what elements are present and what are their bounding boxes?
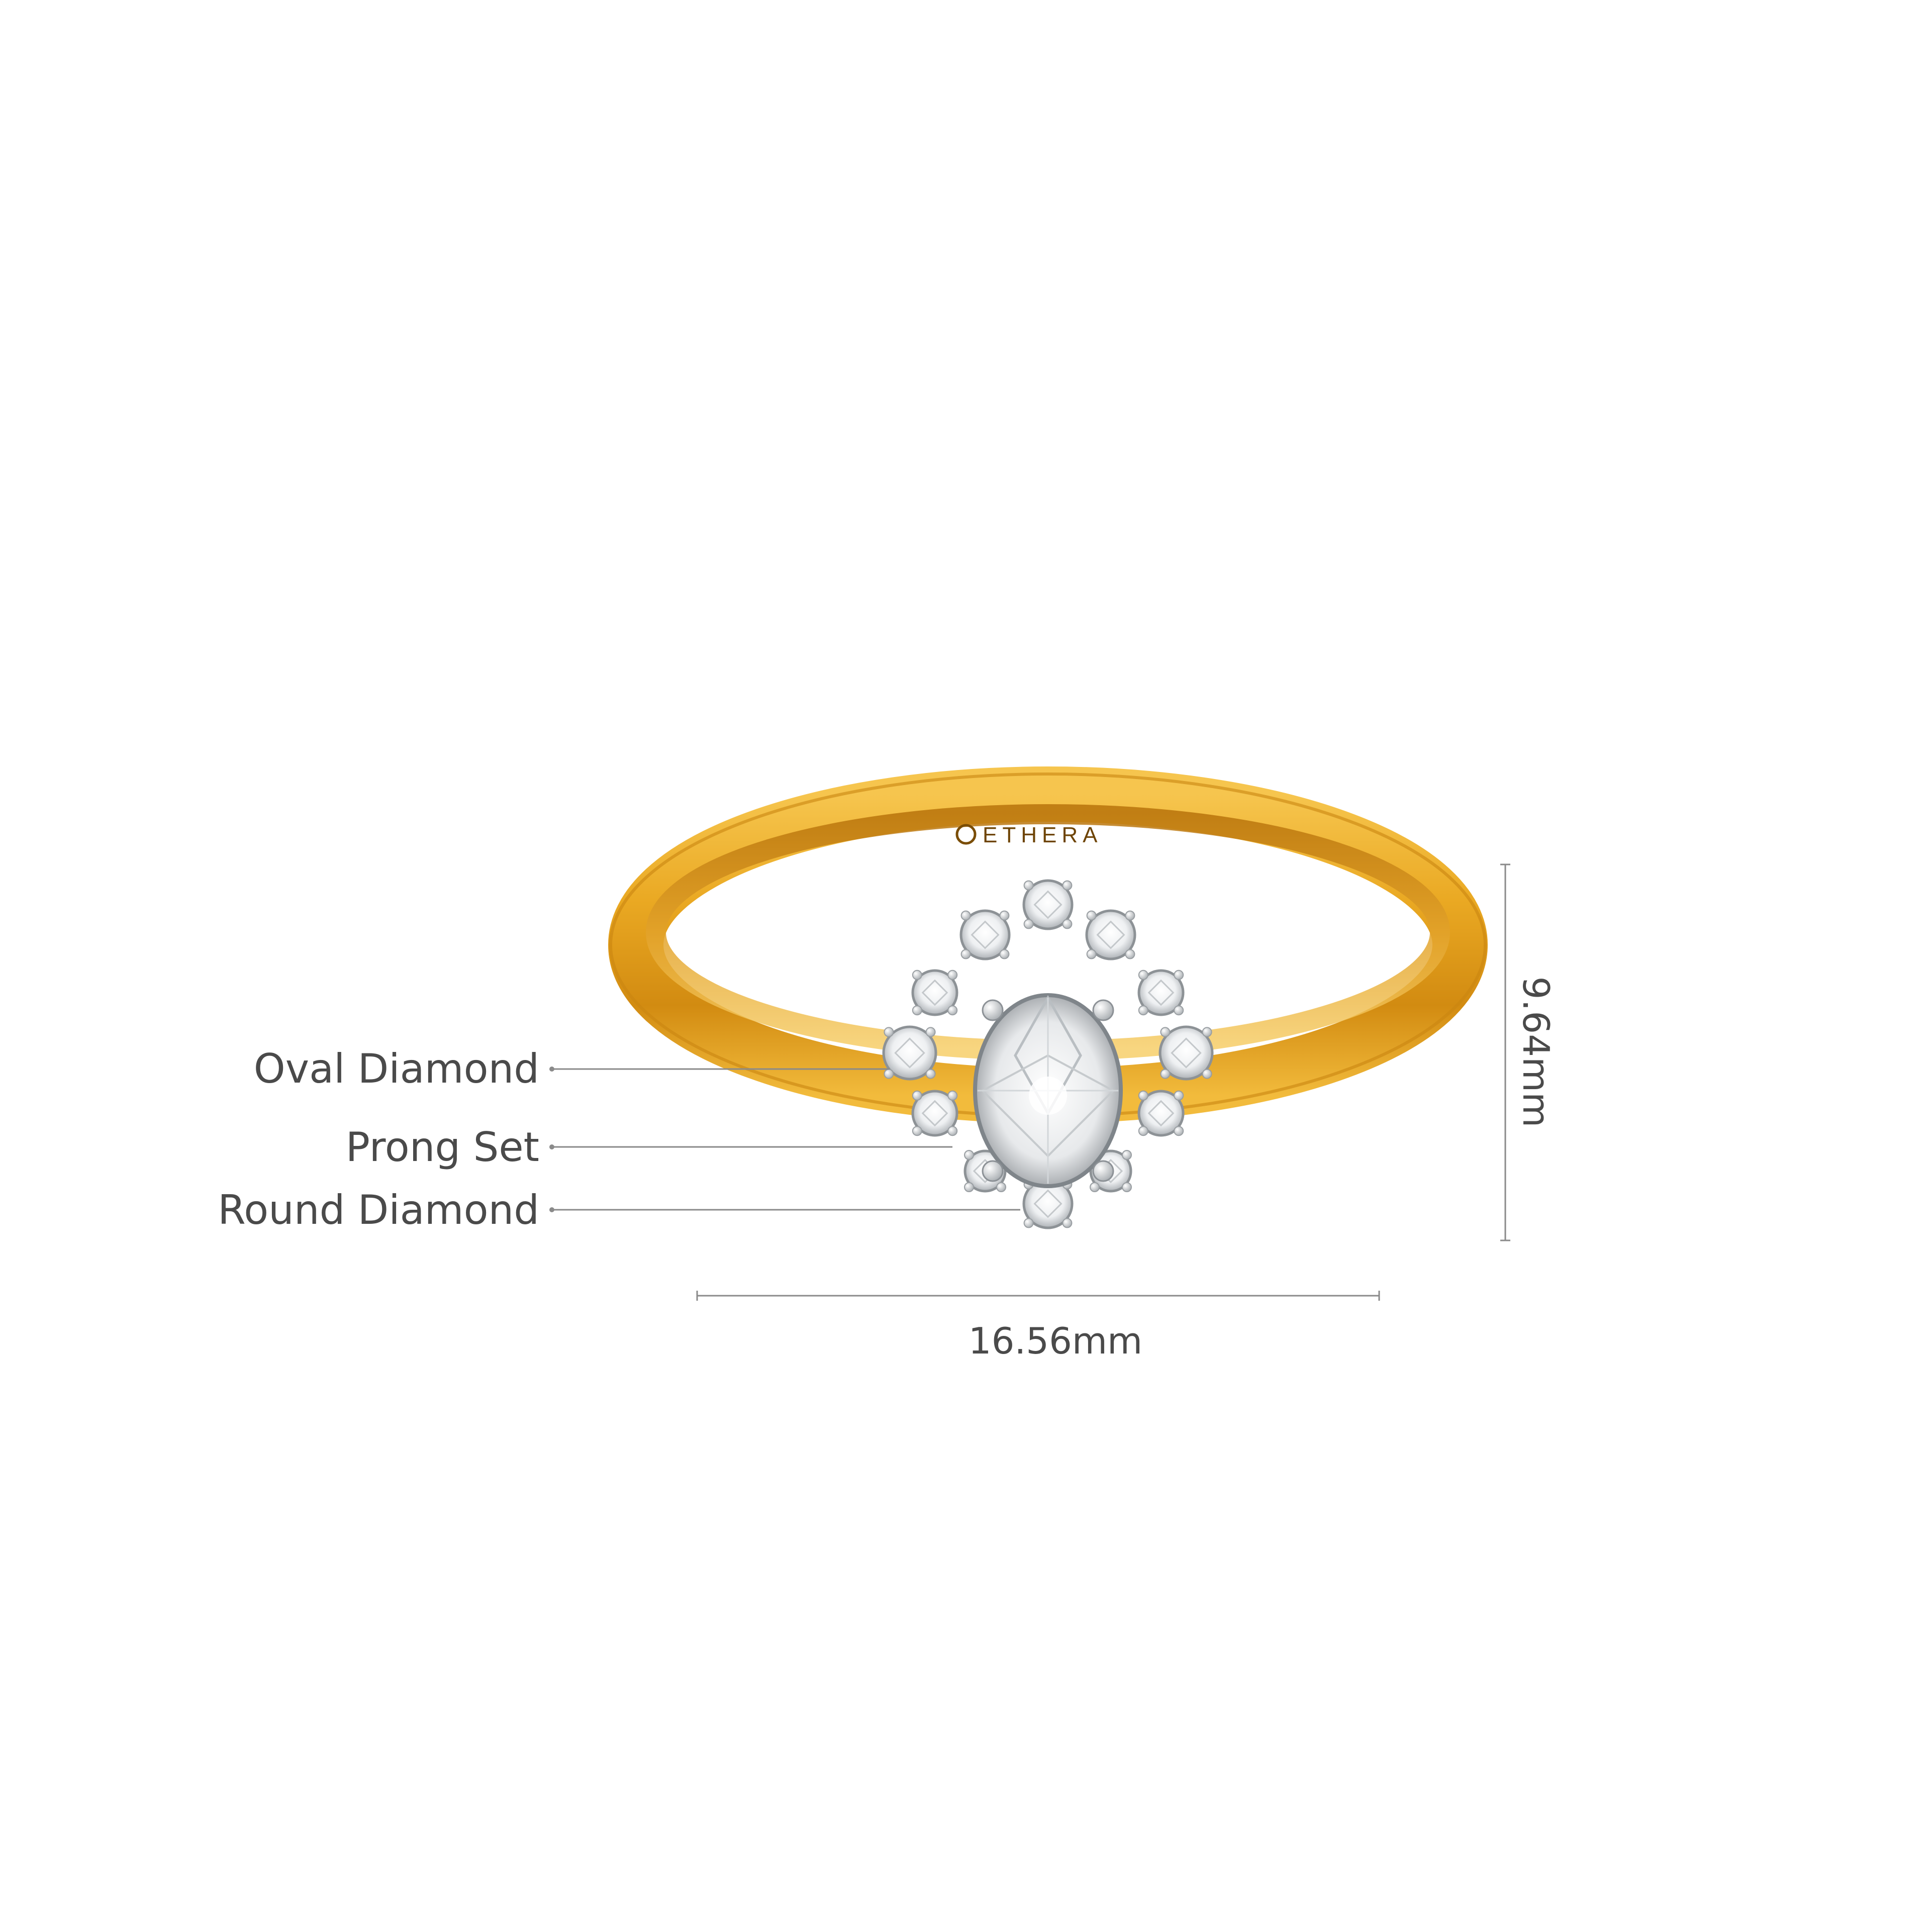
prong: [912, 1126, 922, 1136]
prong: [1174, 1090, 1184, 1101]
ethera-logo-icon: [955, 824, 977, 845]
prong: [1090, 1182, 1100, 1192]
prong: [1138, 1126, 1148, 1136]
prong: [1023, 919, 1034, 929]
round-diamond: [911, 969, 958, 1016]
prong: [964, 1182, 974, 1192]
callout-oval-diamond: Oval Diamond: [253, 1045, 539, 1092]
prong: [960, 910, 971, 921]
prong: [1202, 1069, 1212, 1079]
prong: [1023, 1218, 1034, 1228]
prong: [884, 1027, 894, 1037]
round-diamond: [882, 1025, 937, 1081]
prong: [1122, 1150, 1132, 1160]
prong: [996, 1182, 1006, 1192]
prong: [925, 1027, 936, 1037]
prong: [1062, 880, 1073, 891]
oval-diamond: [973, 993, 1123, 1188]
prong: [947, 970, 958, 980]
round-diamond: [1159, 1025, 1214, 1081]
width-dimension-label: 16.56mm: [968, 1320, 1143, 1362]
prong: [912, 970, 922, 980]
prong: [884, 1069, 894, 1079]
prong: [1138, 1005, 1148, 1016]
prong: [947, 1005, 958, 1016]
prong: [1160, 1027, 1171, 1037]
round-diamond: [1137, 1090, 1185, 1137]
prong: [1160, 1069, 1171, 1079]
height-dimension-line: [1500, 863, 1510, 1241]
prong: [1125, 949, 1135, 959]
prong: [1174, 1005, 1184, 1016]
engraving-text: ETHERA: [983, 823, 1102, 847]
callout-leaders: [549, 1067, 1020, 1212]
prong: [1086, 910, 1097, 921]
round-diamond: [959, 909, 1011, 960]
prong: [964, 1150, 974, 1160]
prong: [1086, 949, 1097, 959]
round-diamond: [1022, 879, 1074, 930]
prong: [999, 910, 1010, 921]
prong: [947, 1090, 958, 1101]
callout-round-diamond: Round Diamond: [218, 1187, 539, 1233]
height-dimension-label: 9.64mm: [1515, 976, 1557, 1128]
prong: [912, 1090, 922, 1101]
ethera-engraving: ETHERA: [955, 823, 1102, 847]
prong: [1062, 1218, 1073, 1228]
prong: [1122, 1182, 1132, 1192]
round-diamond: [1085, 909, 1136, 960]
round-diamond: [911, 1090, 958, 1137]
prong: [1138, 970, 1148, 980]
width-dimension-line: [696, 1291, 1380, 1301]
prong: [1174, 970, 1184, 980]
callout-prong-set: Prong Set: [345, 1124, 539, 1171]
prong: [1062, 919, 1073, 929]
prong: [1202, 1027, 1212, 1037]
prong: [1125, 910, 1135, 921]
round-diamond: [1137, 969, 1185, 1016]
prong: [960, 949, 971, 959]
prong: [1174, 1126, 1184, 1136]
prong: [912, 1005, 922, 1016]
halo-setting: [882, 879, 1214, 1229]
prong: [999, 949, 1010, 959]
prong: [1023, 880, 1034, 891]
prong: [947, 1126, 958, 1136]
prong: [1138, 1090, 1148, 1101]
prong: [925, 1069, 936, 1079]
